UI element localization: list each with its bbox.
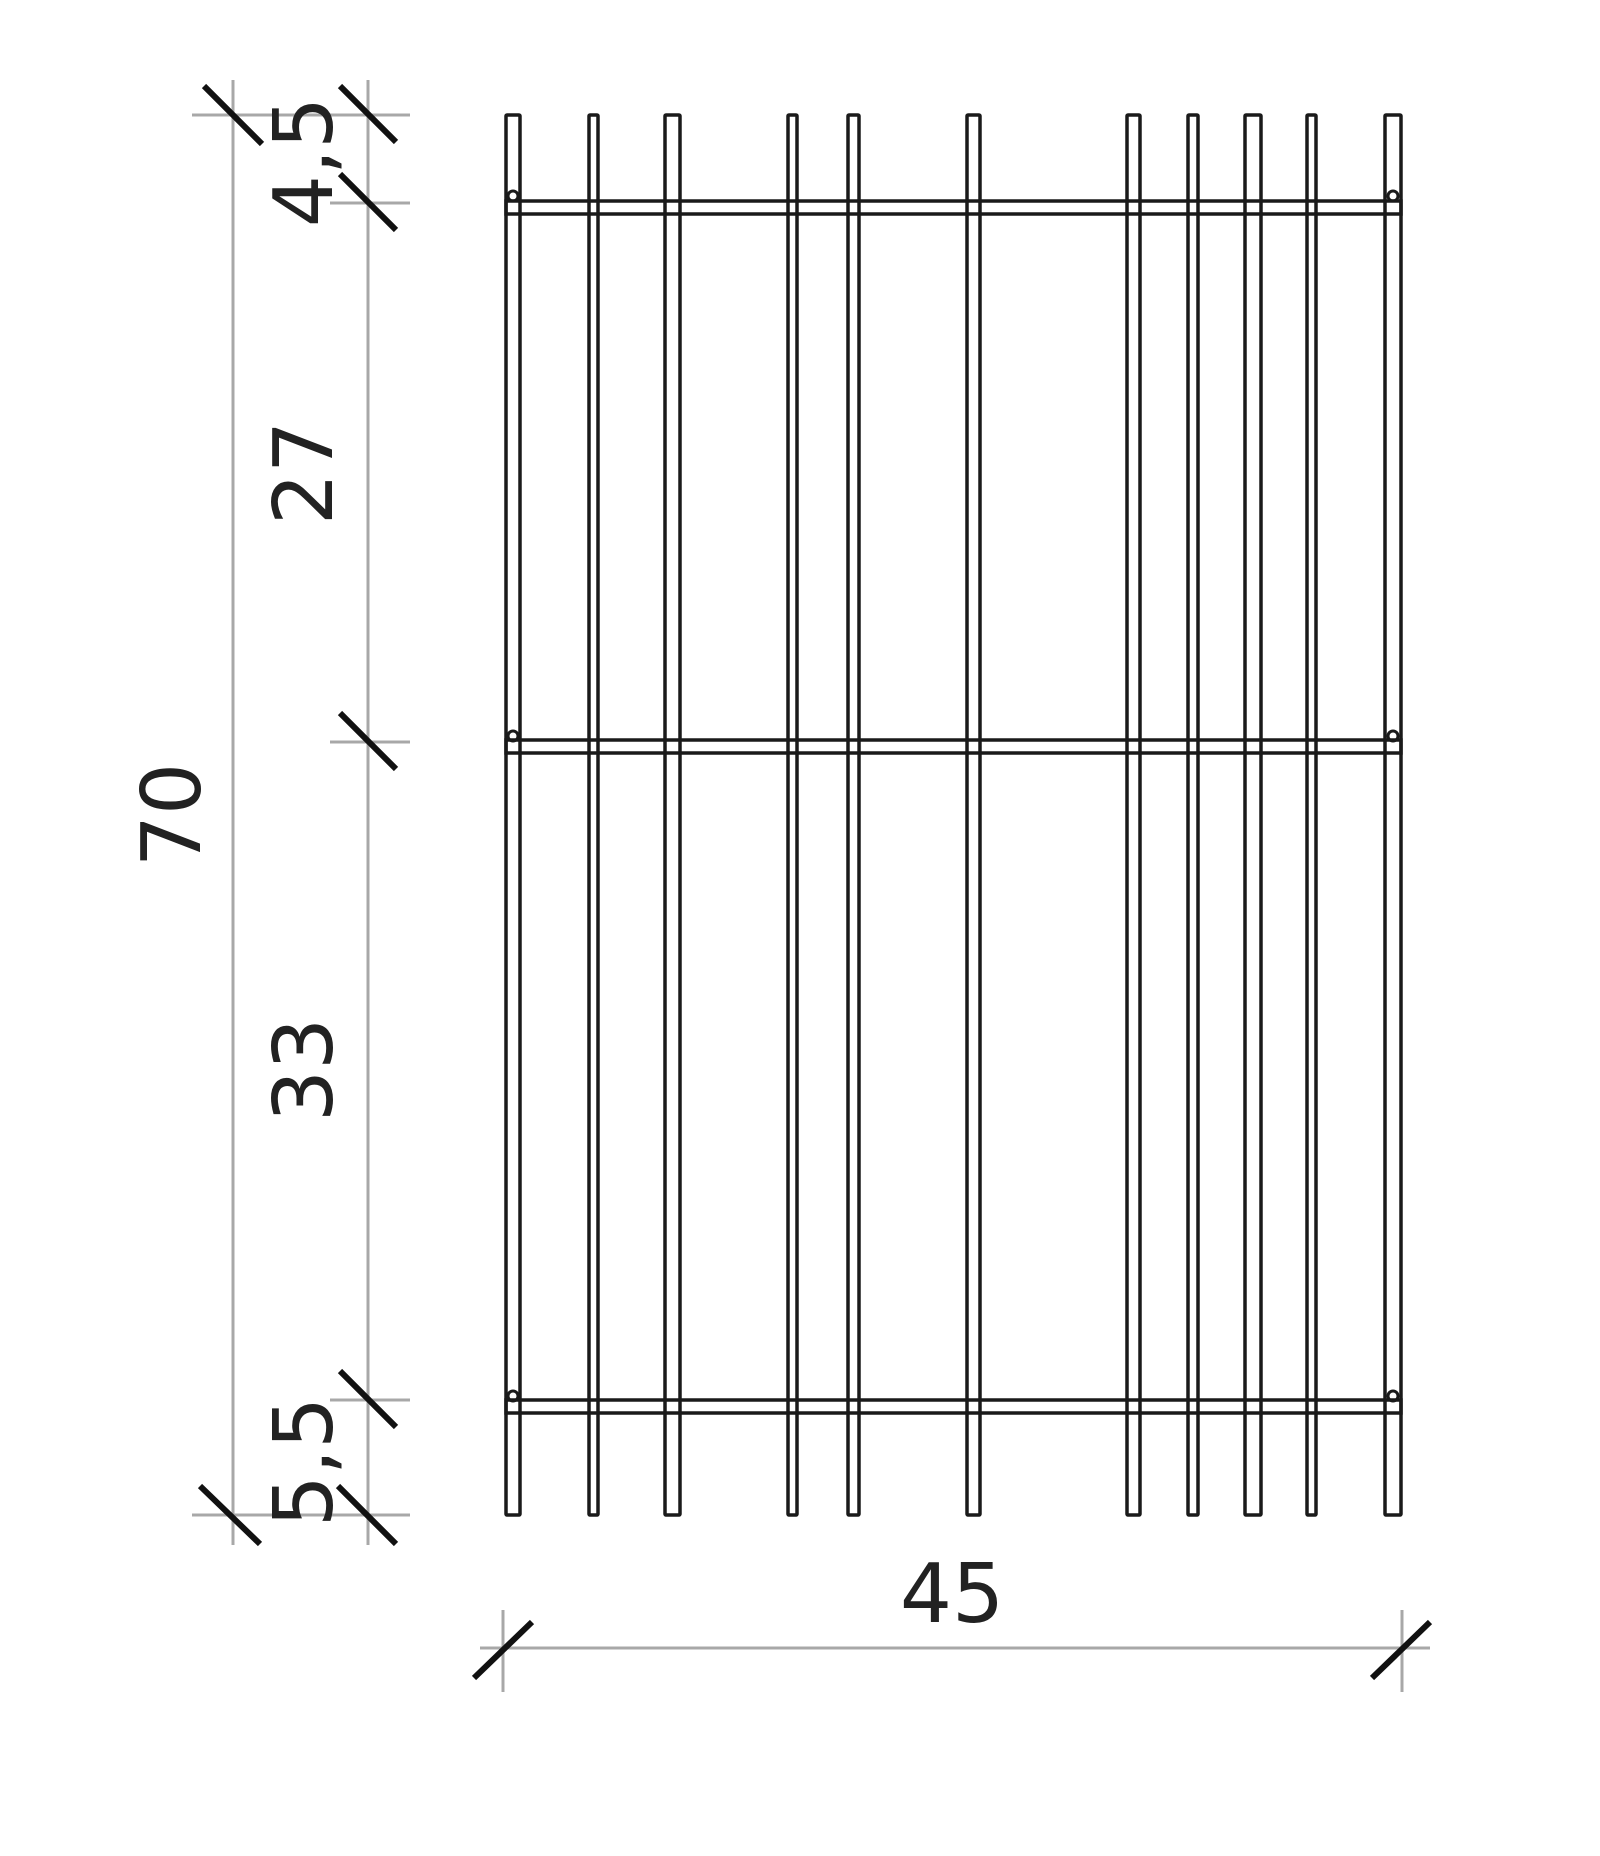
tick-mark	[197, 1483, 263, 1547]
joint-dot	[1386, 729, 1400, 743]
top-segment-label: 4,5	[257, 97, 352, 227]
vertical-rods	[504, 113, 1403, 1517]
joint-dot	[506, 729, 520, 743]
vertical-rod	[663, 113, 682, 1517]
vertical-rod	[965, 113, 982, 1517]
dimension-labels: 70 4,5 27 33 5,5 45	[125, 97, 1004, 1642]
joint-dot	[1386, 189, 1400, 203]
tick-mark	[337, 171, 399, 233]
joint-dot	[1386, 1389, 1400, 1403]
joint-dots	[506, 189, 1400, 1403]
total-height-label: 70	[125, 763, 220, 867]
horizontal-bar-bottom	[504, 1398, 1403, 1415]
vertical-rod	[504, 113, 522, 1517]
width-label: 45	[900, 1547, 1004, 1642]
vertical-rod	[1186, 113, 1200, 1517]
tick-mark	[337, 1368, 399, 1430]
vertical-rod	[786, 113, 799, 1517]
upper-segment-label: 27	[257, 421, 352, 525]
rack	[504, 113, 1403, 1517]
tick-mark	[1369, 1619, 1433, 1681]
vertical-rod	[587, 113, 600, 1517]
lower-segment-label: 33	[257, 1018, 352, 1122]
tick-mark	[335, 1483, 399, 1547]
horizontal-bars	[504, 199, 1403, 1415]
vertical-rod	[1125, 113, 1142, 1517]
joint-dot	[506, 189, 520, 203]
tick-mark	[337, 710, 399, 772]
tick-mark	[201, 83, 265, 147]
bottom-segment-label: 5,5	[257, 1397, 352, 1527]
tick-mark	[471, 1619, 535, 1681]
vertical-rod	[1383, 113, 1403, 1517]
tick-marks	[197, 83, 1433, 1681]
tick-mark	[337, 83, 399, 145]
vertical-rod	[846, 113, 861, 1517]
vertical-rod	[1243, 113, 1263, 1517]
horizontal-bar-top	[504, 199, 1403, 216]
vertical-rod	[1305, 113, 1318, 1517]
joint-dot	[506, 1389, 520, 1403]
horizontal-bar-middle	[504, 738, 1403, 755]
